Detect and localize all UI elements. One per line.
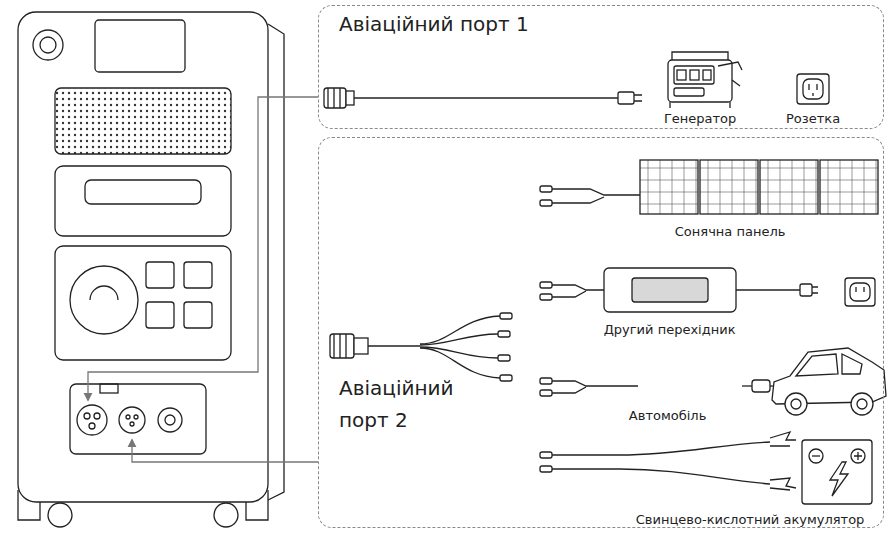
device-name: Другий перехідник (602, 322, 738, 338)
solar-panel (540, 160, 878, 214)
car-charger (540, 378, 638, 396)
battery-clamps (540, 432, 796, 490)
device-name: Сонячна панель (673, 224, 788, 240)
port-group: Авіаційний порт 1 Генератор Розетка (318, 5, 884, 129)
port-group: Авіаційний порт 2 Сонячна панельДругий пе… (318, 137, 884, 528)
device-name: Автомобіль (627, 408, 709, 424)
dc-harness (330, 313, 512, 381)
device-label: Другий перехідник (602, 322, 738, 338)
device-name: Генератор (662, 111, 739, 127)
adapter (540, 268, 875, 312)
device-label: Розетка (784, 111, 843, 127)
generator-icon (668, 52, 742, 108)
socket-icon (797, 74, 829, 104)
device-label: Свинцево-кислотний акумулятор (634, 512, 867, 528)
port-title: Авіаційний порт 1 (339, 8, 599, 40)
device-label: Автомобіль (627, 408, 709, 424)
device-label: Сонячна панель (673, 224, 788, 240)
car-icon (742, 348, 886, 415)
port-title: Авіаційний порт 2 (339, 372, 489, 436)
device-name: Свинцево-кислотний акумулятор (634, 512, 867, 528)
ac-cable (324, 88, 642, 108)
battery-icon (802, 440, 872, 504)
power-station (18, 12, 284, 527)
device-label: Генератор (662, 111, 739, 127)
device-name: Розетка (784, 111, 843, 127)
leader-line (88, 97, 318, 462)
